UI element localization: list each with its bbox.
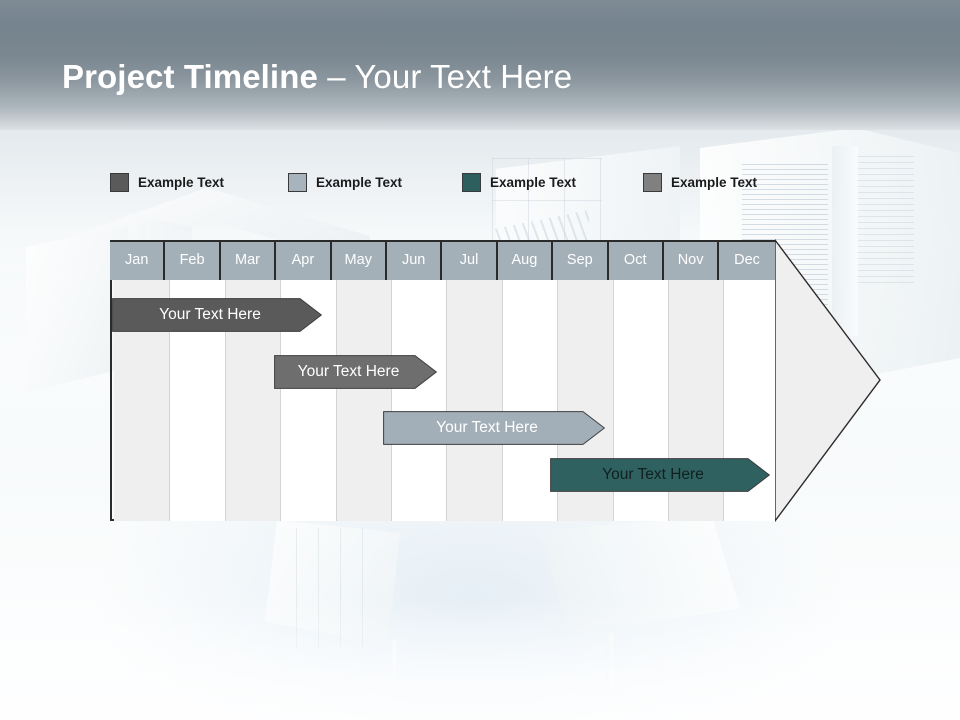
month-column-jul	[446, 240, 502, 521]
legend-label-1: Example Text	[138, 174, 225, 190]
task-bar-label-3: Your Text Here	[436, 419, 538, 436]
legend-swatch-icon-2	[288, 172, 307, 192]
page-title: Project Timeline – Your Text Here	[62, 58, 572, 96]
page-title-regular: Your Text Here	[354, 58, 573, 95]
task-bar-label-2: Your Text Here	[297, 363, 400, 380]
month-header-dec[interactable]: Dec	[719, 240, 775, 280]
task-bar-label-4: Your Text Here	[602, 466, 704, 483]
column-divider-10	[668, 240, 669, 521]
month-header-jul[interactable]: Jul	[442, 240, 498, 280]
legend-item-1: Example Text	[110, 170, 224, 194]
task-bar-1[interactable]: Your Text Here	[112, 298, 322, 332]
column-divider-7	[501, 240, 503, 521]
timeline-arrowhead	[775, 238, 882, 523]
task-bar-4[interactable]: Your Text Here	[550, 458, 770, 492]
page-title-bold: Project Timeline	[62, 58, 318, 95]
legend-item-3: Example Text	[462, 170, 576, 194]
month-header-nov[interactable]: Nov	[663, 240, 720, 280]
legend-swatch-icon-3	[462, 172, 481, 192]
column-divider-1	[169, 240, 171, 521]
month-header-may[interactable]: May	[331, 240, 387, 280]
background-bottom-fade	[0, 598, 960, 720]
legend-label-3: Example Text	[490, 174, 577, 190]
column-divider-9	[612, 240, 614, 521]
legend-item-2: Example Text	[288, 170, 402, 194]
month-header-jan[interactable]: Jan	[110, 240, 166, 280]
task-bar-label-1: Your Text Here	[159, 306, 261, 323]
task-bar-shape-4	[550, 458, 770, 492]
task-bar-shape-3	[383, 411, 605, 445]
month-header-sep[interactable]: Sep	[553, 240, 609, 280]
month-header-aug[interactable]: Aug	[497, 240, 554, 280]
month-column-mar	[224, 240, 281, 521]
month-column-jan	[114, 240, 170, 521]
chart-top-border	[110, 240, 775, 242]
header-band	[0, 0, 960, 130]
column-divider-2	[224, 240, 226, 521]
legend-swatch-icon-1	[110, 172, 129, 192]
legend: Example Text Example Text Example Text Exam…	[110, 170, 850, 194]
legend-label-2: Example Text	[316, 174, 403, 190]
month-column-aug	[501, 240, 558, 521]
month-column-feb	[169, 240, 225, 521]
month-header-oct[interactable]: Oct	[608, 240, 664, 280]
month-header-apr[interactable]: Apr	[276, 240, 332, 280]
month-header-feb[interactable]: Feb	[165, 240, 221, 280]
task-bar-3[interactable]: Your Text Here	[383, 411, 605, 445]
legend-item-4: Example Text	[643, 170, 757, 194]
month-header-jun[interactable]: Jun	[386, 240, 443, 280]
column-divider-6	[446, 240, 448, 521]
legend-label-4: Example Text	[671, 174, 758, 190]
legend-swatch-icon-4	[643, 172, 662, 192]
column-divider-8	[557, 240, 559, 521]
task-bar-2[interactable]: Your Text Here	[274, 355, 437, 389]
month-header-mar[interactable]: Mar	[220, 240, 277, 280]
task-bar-shape-2	[274, 355, 437, 389]
column-divider-11	[723, 240, 725, 521]
page-title-separator: –	[317, 58, 355, 95]
